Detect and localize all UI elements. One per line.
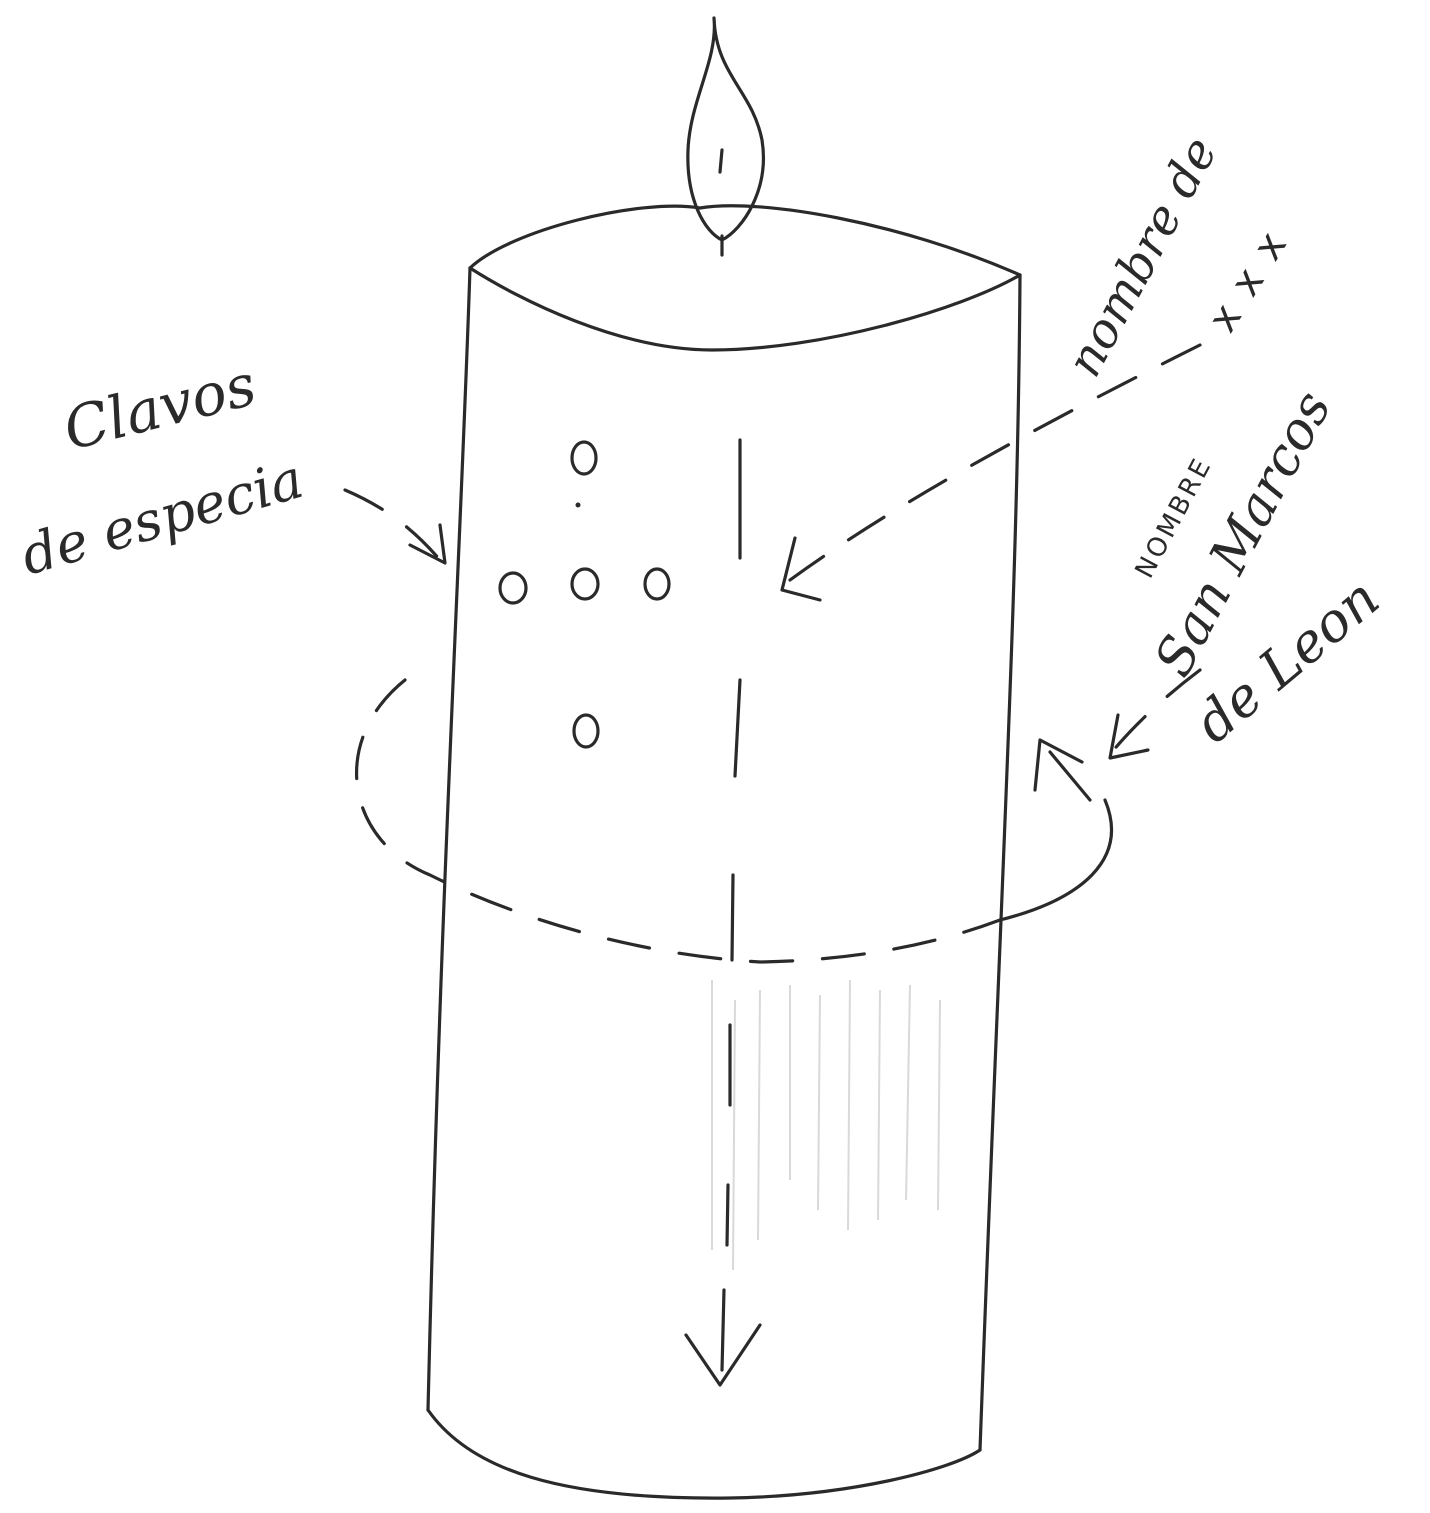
- clove-top-icon: [572, 442, 596, 474]
- vertical-dashed-arrow: [686, 440, 760, 1385]
- clove-right-icon: [645, 569, 669, 599]
- arrow-left-icon: [782, 538, 820, 600]
- label-xxx: x x x: [1199, 221, 1297, 340]
- clove-dots: [500, 442, 669, 747]
- clavos-arrow: [345, 490, 445, 563]
- flame-icon: [688, 18, 764, 255]
- clove-left-icon: [500, 573, 526, 603]
- label-clavos: Clavos: [57, 350, 263, 463]
- shading: [712, 980, 940, 1270]
- label-de-especia: de especia: [14, 447, 310, 587]
- clove-bottom-icon: [574, 715, 598, 747]
- clove-center-icon: [572, 569, 598, 599]
- san-marcos-arrow: [1110, 670, 1200, 758]
- candle-top: [470, 206, 1020, 350]
- label-nombre-de: nombre de: [1056, 128, 1228, 385]
